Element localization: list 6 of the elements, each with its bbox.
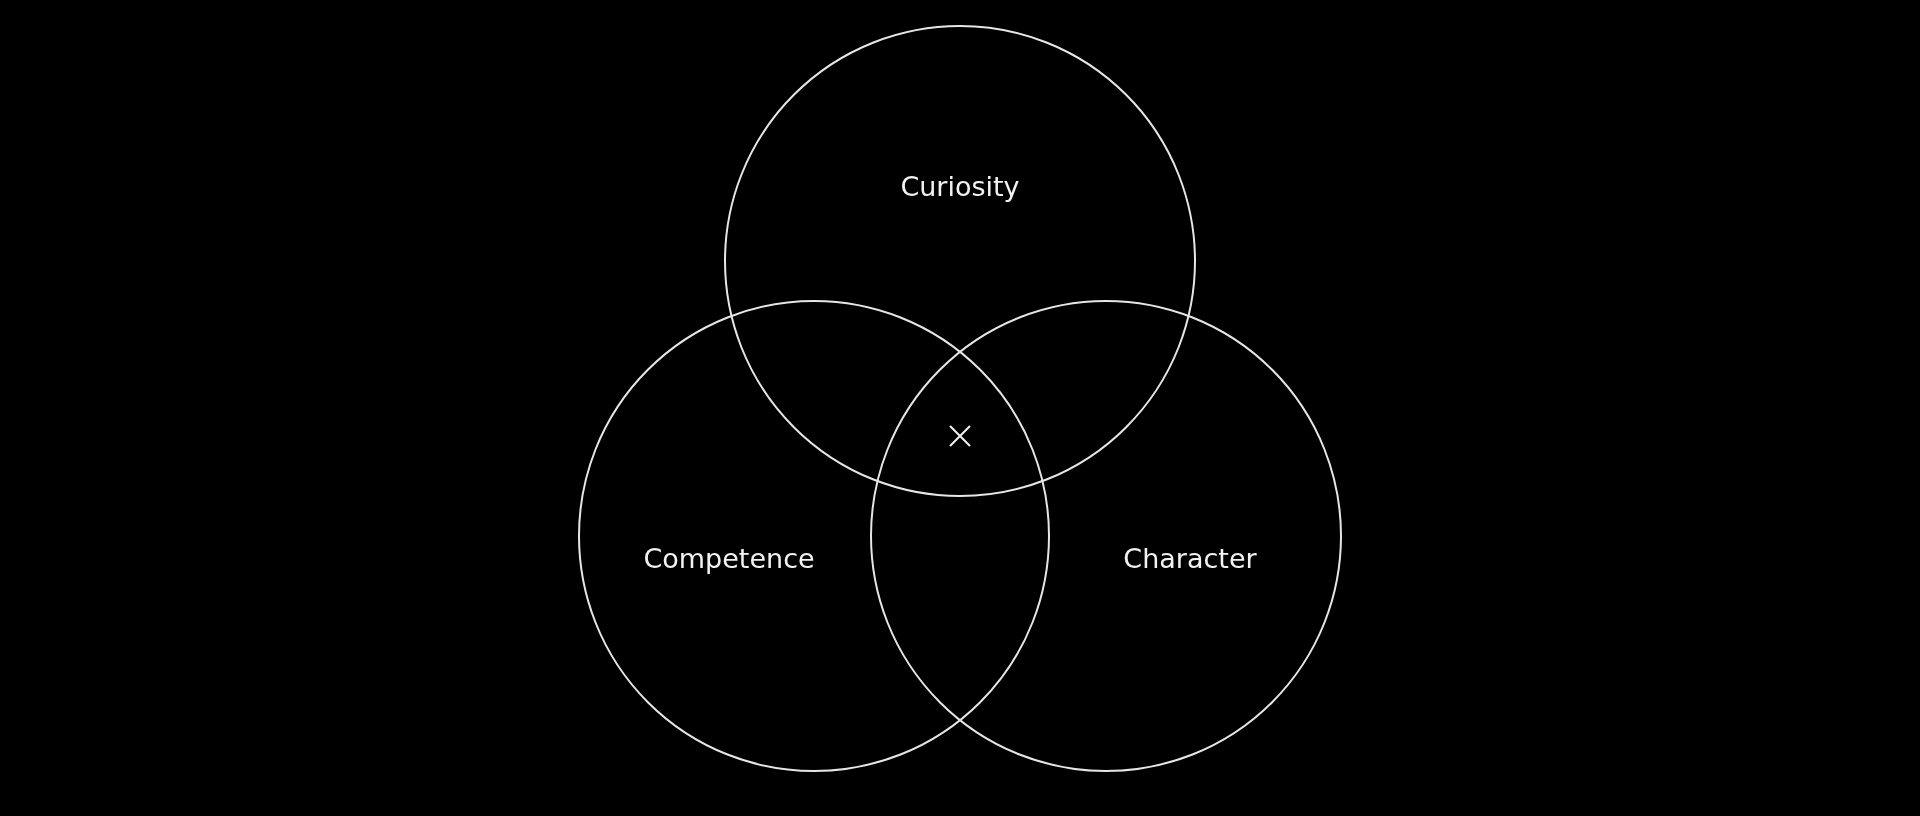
venn-circle — [578, 300, 1050, 772]
venn-circle — [724, 25, 1196, 497]
venn-circle — [870, 300, 1342, 772]
circle-label: Competence — [643, 542, 815, 574]
circle-label: Character — [1123, 542, 1257, 574]
circle-label: Curiosity — [900, 170, 1020, 202]
